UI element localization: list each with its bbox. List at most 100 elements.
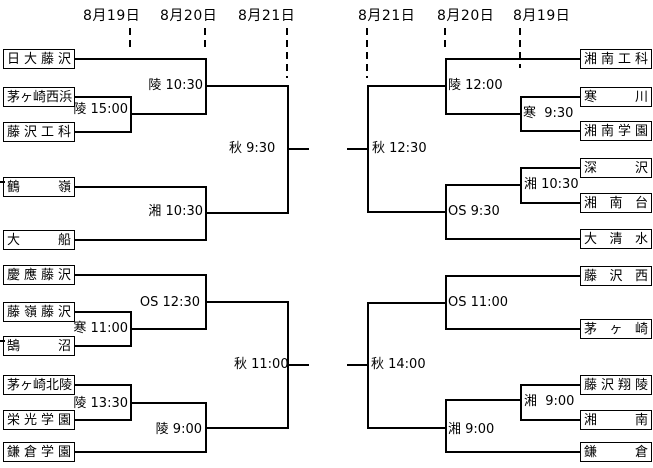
bracket-line (205, 301, 289, 303)
team-name: 湘南 (584, 412, 648, 428)
date-label: 8月20日 (160, 8, 218, 24)
team-box-left-5: 大船 (3, 230, 75, 250)
date-label: 8月21日 (358, 8, 416, 24)
match-time-label: 秋 14:00 (371, 357, 426, 372)
team-name: 大清水 (584, 231, 648, 247)
date-label: 8月19日 (513, 8, 571, 24)
team-box-right-2: 寒川 (580, 87, 652, 107)
date-label: 8月19日 (83, 8, 141, 24)
match-time-label: 湘 10:30 (524, 177, 579, 192)
match-time-label: 湘 10:30 (148, 204, 203, 219)
team-box-right-6: 大清水 (580, 229, 652, 249)
team-box-right-7: 藤沢西 (580, 266, 652, 286)
bracket-line (367, 211, 447, 213)
bracket-line (520, 96, 580, 98)
bracket-line (75, 311, 132, 313)
team-name: 慶應藤沢 (7, 267, 71, 283)
match-time-label: OS 12:30 (139, 295, 200, 310)
team-box-right-1: 湘南工科 (580, 49, 652, 69)
team-box-left-11: 鎌倉学園 (3, 442, 75, 462)
team-box-left-8: 鵠沼 (3, 336, 75, 356)
match-time-label: 寒 11:00 (73, 321, 128, 336)
team-box-left-6: 慶應藤沢 (3, 265, 75, 285)
bracket-line (520, 384, 580, 386)
date-guide-line (204, 28, 206, 52)
team-name: 茅ヶ崎 (584, 321, 648, 337)
date-guide-line (286, 28, 288, 78)
date-label: 8月20日 (437, 8, 495, 24)
match-time-label: 秋 12:30 (372, 141, 427, 156)
bracket-line (445, 275, 580, 277)
bracket-line (75, 345, 132, 347)
bracket-line (445, 399, 522, 401)
bracket-line (75, 384, 132, 386)
team-box-left-1: 日大藤沢 (3, 49, 75, 69)
team-name: 日大藤沢 (7, 51, 71, 67)
match-time-label: 湘 9:00 (524, 394, 575, 409)
team-name: 藤嶺藤沢 (7, 304, 71, 320)
team-box-left-7: 藤嶺藤沢 (3, 302, 75, 322)
team-box-right-9: 藤沢翔陵 (580, 375, 652, 395)
team-box-right-10: 湘南 (580, 410, 652, 430)
match-time-label: 陵 15:00 (73, 102, 128, 117)
bracket-line (445, 238, 580, 240)
bracket-line (367, 302, 447, 304)
bracket-line (347, 364, 369, 366)
team-name: 藤沢翔陵 (584, 377, 648, 393)
team-name: 鎌倉学園 (7, 444, 71, 460)
team-box-right-8: 茅ヶ崎 (580, 319, 652, 339)
edge-tick (0, 181, 5, 183)
team-box-right-4: 深沢 (580, 158, 652, 178)
team-name: 鎌倉 (584, 444, 648, 460)
team-name: 藤沢工科 (7, 124, 71, 140)
bracket-line (367, 85, 447, 87)
team-name: 鶴嶺 (7, 179, 71, 195)
match-time-label: 湘 9:00 (448, 422, 495, 437)
bracket-line (520, 419, 580, 421)
bracket-line (287, 364, 309, 366)
date-guide-line (129, 28, 131, 52)
match-time-label: OS 11:00 (448, 295, 509, 310)
match-time-label: 秋 9:30 (229, 141, 276, 156)
date-guide-line (444, 28, 446, 52)
team-box-left-9: 茅ヶ崎北陵 (3, 375, 75, 395)
bracket-line (347, 148, 369, 150)
match-time-label: 陵 10:30 (148, 78, 203, 93)
team-box-left-10: 栄光学園 (3, 410, 75, 430)
team-box-left-4: 鶴嶺 (3, 177, 75, 197)
bracket-line (205, 427, 289, 429)
team-name: 茅ヶ崎西浜 (7, 89, 73, 105)
bracket-line (130, 328, 207, 330)
bracket-line (75, 274, 207, 276)
match-time-label: 秋 11:00 (234, 357, 289, 372)
date-guide-line (366, 28, 368, 78)
bracket-line (75, 419, 132, 421)
team-name: 藤沢西 (584, 268, 648, 284)
team-box-left-2: 茅ヶ崎西浜 (3, 87, 75, 107)
match-time-label: 陵 12:00 (448, 78, 503, 93)
bracket-line (445, 113, 522, 115)
bracket-line (130, 113, 207, 115)
bracket-line (75, 186, 207, 188)
bracket-line (520, 167, 580, 169)
edge-tick (0, 340, 5, 342)
bracket-line (130, 402, 207, 404)
team-name: 鵠沼 (7, 338, 71, 354)
team-box-left-3: 藤沢工科 (3, 122, 75, 142)
bracket-line (445, 58, 580, 60)
team-name: 湘南学園 (584, 123, 648, 139)
bracket-line (445, 328, 580, 330)
bracket-line (205, 212, 289, 214)
team-box-right-5: 湘南台 (580, 193, 652, 213)
team-name: 茅ヶ崎北陵 (7, 377, 73, 393)
team-name: 大船 (7, 232, 71, 248)
team-box-right-3: 湘南学園 (580, 121, 652, 141)
bracket-line (75, 239, 207, 241)
date-guide-line (519, 28, 521, 68)
bracket-line (445, 399, 447, 453)
bracket-line (75, 451, 207, 453)
bracket-line (75, 131, 132, 133)
team-name: 湘南台 (584, 195, 648, 211)
match-time-label: 寒 9:30 (523, 106, 574, 121)
